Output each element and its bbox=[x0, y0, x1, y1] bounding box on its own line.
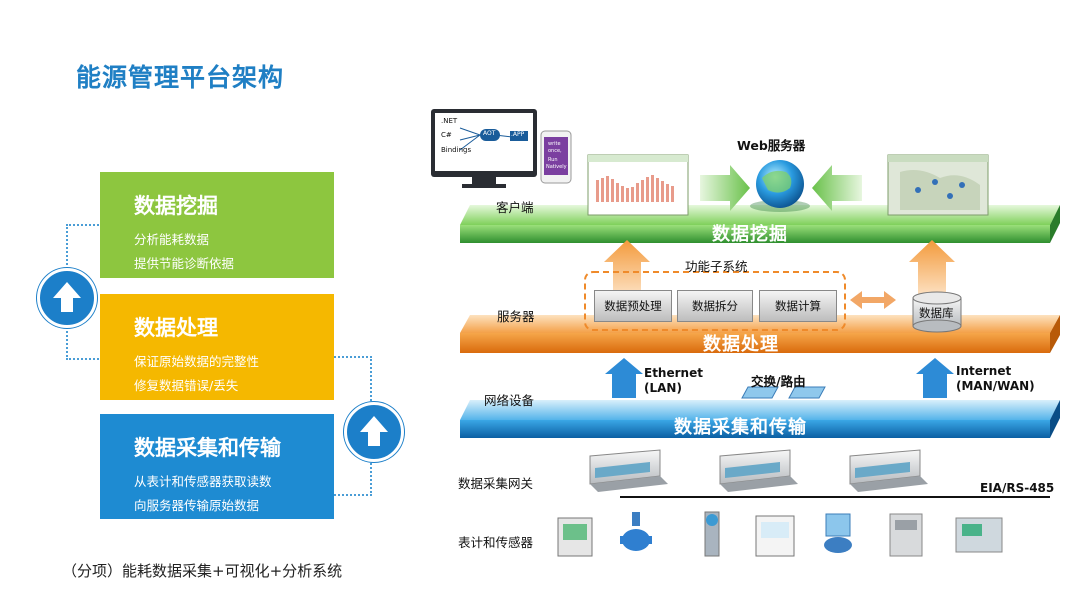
page-title: 能源管理平台架构 bbox=[76, 63, 285, 92]
mining-line1: 分析能耗数据 bbox=[134, 232, 210, 247]
processing-title: 数据处理 bbox=[134, 316, 218, 340]
server-label: 服务器 bbox=[497, 309, 535, 324]
meter-icon bbox=[620, 512, 652, 551]
internet-label: Internet bbox=[956, 364, 1012, 378]
collection-box: 数据采集和传输 从表计和传感器获取读数 向服务器传输原始数据 bbox=[100, 414, 334, 519]
processing-box: 数据处理 保证原始数据的完整性 修复数据错误/丢失 bbox=[100, 294, 334, 400]
subsystem-label: 功能子系统 bbox=[685, 259, 748, 274]
internet-wan-label: (MAN/WAN) bbox=[956, 379, 1035, 393]
phone-label-4: Natively bbox=[546, 164, 567, 170]
network-device-label: 网络设备 bbox=[484, 393, 535, 408]
layer-processing-label: 数据处理 bbox=[703, 334, 779, 355]
mining-line2: 提供节能诊断依据 bbox=[134, 256, 235, 271]
gateway-label: 数据采集网关 bbox=[458, 476, 534, 491]
meter-icon bbox=[557, 517, 593, 557]
processing-line2: 修复数据错误/丢失 bbox=[134, 378, 239, 393]
module-preprocess: 数据预处理 bbox=[594, 290, 672, 322]
gateway-icon bbox=[589, 449, 668, 492]
meter-icon bbox=[824, 513, 852, 553]
web-server-label: Web服务器 bbox=[737, 138, 806, 153]
layer-collection-label: 数据采集和传输 bbox=[674, 417, 807, 438]
layer-mining-label: 数据挖掘 bbox=[712, 224, 788, 245]
database-icon bbox=[912, 291, 962, 333]
meter-icon bbox=[889, 513, 923, 557]
module-compute: 数据计算 bbox=[759, 290, 837, 322]
mining-title: 数据挖掘 bbox=[134, 194, 218, 218]
client-label: 客户端 bbox=[496, 200, 534, 215]
collection-line2: 向服务器传输原始数据 bbox=[134, 498, 260, 513]
globe-icon bbox=[750, 160, 810, 212]
phone-label-2: once, bbox=[548, 148, 562, 154]
map-screenshot bbox=[887, 154, 989, 216]
collection-title: 数据采集和传输 bbox=[134, 436, 281, 460]
bus-label: EIA/RS-485 bbox=[980, 481, 1055, 495]
phone-label-1: write bbox=[548, 141, 561, 147]
arrow-up-icon bbox=[37, 268, 97, 328]
phone-label-3: Run bbox=[548, 157, 558, 163]
meters-label: 表计和传感器 bbox=[458, 535, 534, 550]
meter-icon bbox=[704, 511, 720, 557]
meter-icon bbox=[755, 515, 795, 557]
monitor-icon bbox=[431, 109, 537, 188]
monitor-bindings-label: Bindings bbox=[441, 146, 472, 154]
switch-label: 交换/路由 bbox=[751, 374, 806, 389]
mining-box: 数据挖掘 分析能耗数据 提供节能诊断依据 bbox=[100, 172, 334, 278]
dashboard-screenshot bbox=[587, 154, 689, 216]
phone-icon bbox=[540, 130, 572, 184]
ethernet-lan-label: (LAN) bbox=[644, 381, 682, 395]
monitor-csharp-label: C# bbox=[441, 131, 452, 139]
monitor-aot-label: AOT bbox=[483, 130, 496, 137]
gateway-icon bbox=[849, 449, 928, 492]
ethernet-label: Ethernet bbox=[644, 366, 703, 380]
monitor-net-label: .NET bbox=[441, 117, 458, 125]
processing-line1: 保证原始数据的完整性 bbox=[134, 354, 260, 369]
arrow-up-icon bbox=[344, 402, 404, 462]
database-label: 数据库 bbox=[919, 306, 954, 320]
module-split: 数据拆分 bbox=[677, 290, 753, 322]
gateway-icon bbox=[719, 449, 798, 492]
meter-icon bbox=[955, 517, 1003, 553]
switch-icon bbox=[741, 386, 826, 399]
collection-line1: 从表计和传感器获取读数 bbox=[134, 474, 272, 489]
caption: （分项）能耗数据采集+可视化+分析系统 bbox=[62, 562, 343, 580]
monitor-app-label: .APP bbox=[511, 131, 525, 138]
